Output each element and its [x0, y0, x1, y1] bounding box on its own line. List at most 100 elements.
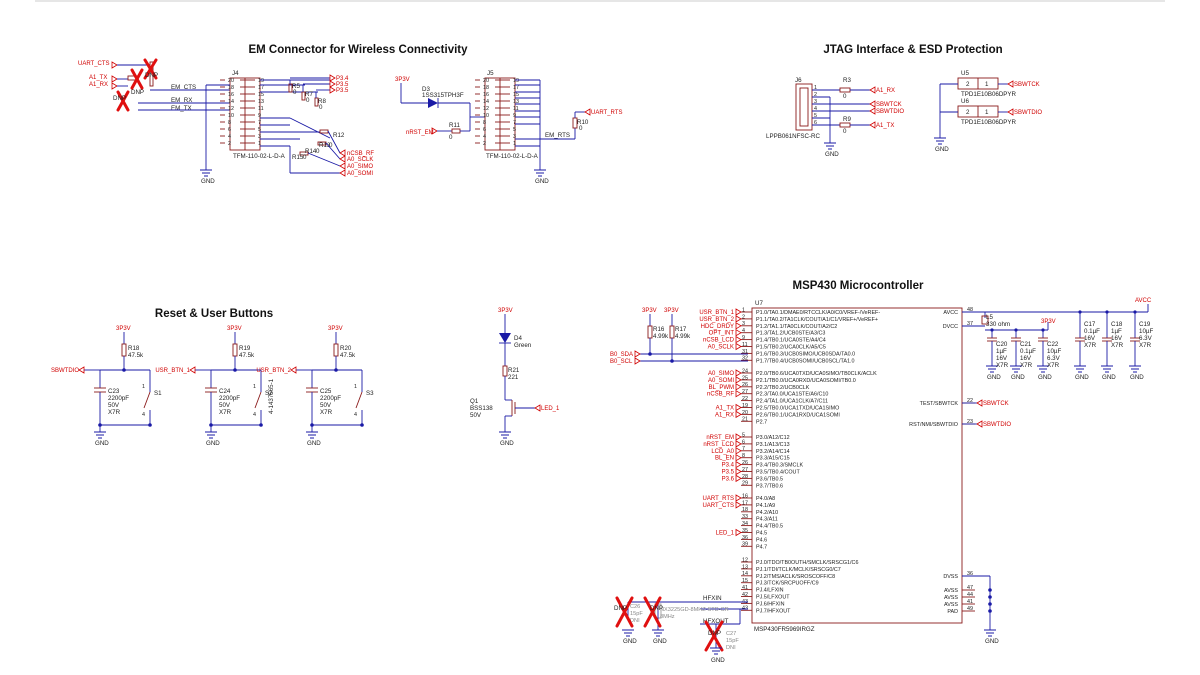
- pin-number: 6: [228, 127, 231, 133]
- pin-number: 3: [814, 99, 817, 105]
- btn-c-val: 2200pF: [320, 395, 341, 402]
- mcu-pin-num: 42: [742, 592, 748, 598]
- net-jtag-a1-rx: A1_RX: [876, 88, 895, 94]
- r15-ref: R15: [292, 154, 304, 161]
- port-a0-simo: A0_SIMO: [347, 164, 373, 170]
- mcu-net-flag: A0_SOMI: [708, 378, 734, 384]
- btn-r-val: 47.5k: [340, 352, 356, 359]
- mcu-pin-num: 18: [742, 507, 748, 513]
- mcu-pin-name: DVSS: [943, 574, 958, 580]
- dnp-label-1: DNP: [113, 95, 126, 102]
- switch-part: 4-1437565-1: [268, 378, 275, 414]
- btn-gnd: GND: [206, 440, 220, 447]
- mcu-pin-num: 15: [742, 578, 748, 584]
- r7-ref: R7: [305, 91, 313, 98]
- cap-ref: C21: [1020, 341, 1032, 348]
- mcu-pin-name: P3.3/A15/C15: [756, 456, 790, 462]
- mcu-pin-num: 5: [742, 432, 745, 438]
- pin-number: 11: [258, 106, 264, 112]
- avcc-label: AVCC: [1135, 298, 1152, 304]
- mcu-pin-name: P1.7/TB0.4/UCB0SOMI/UCB0SCL/TA1.0: [756, 358, 854, 364]
- pin-number: 13: [513, 99, 519, 105]
- mcu-pin-num: 39: [742, 542, 748, 548]
- mcu-pin-name: P1.5/TB0.2/UCA0CLK/A5/C5: [756, 345, 826, 351]
- j4-gnd: GND: [201, 178, 215, 185]
- btn-c-volt: 50V: [108, 402, 120, 409]
- mcu-pin-name: PAD: [947, 609, 958, 615]
- u6-part: TPD1E10B06DPYR: [961, 119, 1017, 126]
- pin-number: 19: [513, 78, 519, 84]
- pin-number: 7: [258, 120, 261, 126]
- net-b0-sda: B0_SDA: [610, 352, 633, 358]
- pin-number: 1: [258, 141, 261, 147]
- pin-number: 20: [228, 78, 234, 84]
- btn-r-ref: R19: [239, 345, 251, 352]
- mcu-pin-num: 35: [742, 528, 748, 534]
- j6-gnd: GND: [825, 151, 839, 158]
- r17-ref: R17: [675, 326, 687, 333]
- mcu-pin-num: 28: [742, 474, 748, 480]
- mcu-net-flag: BL_PWM: [709, 385, 734, 391]
- net-em-rts: EM_RTS: [545, 132, 570, 139]
- pin-number: 8: [483, 120, 486, 126]
- r11-val: 0: [449, 134, 453, 141]
- r8-val: 0: [319, 104, 323, 111]
- led-diode-icon: [499, 333, 511, 343]
- mcu-pin-num: 47: [967, 585, 973, 591]
- mcu-pin-num: 1: [742, 307, 745, 313]
- svg-text:1: 1: [985, 109, 989, 116]
- mcu-pin-name: P3.1/A13/C13: [756, 442, 790, 448]
- mcu-net-flag: A1_TX: [716, 406, 734, 412]
- pin-number: 9: [513, 113, 516, 119]
- j4-part: TFM-110-02-L-D-A: [233, 153, 286, 160]
- mcu-pin-num: 44: [967, 592, 973, 598]
- r13-ref: R13: [319, 142, 331, 149]
- switch-pin: 4: [142, 412, 145, 418]
- r9-ref: R9: [843, 116, 851, 123]
- mcu-pin-name: P1.4/TB0.1/UCA0STE/A4/C4: [756, 338, 826, 344]
- btn-r-val: 47.5k: [128, 352, 144, 359]
- r7-val: 0: [306, 97, 310, 104]
- mcu-pin-name: AVCC: [943, 310, 958, 316]
- mcu-pin-name: P3.6/TB0.5: [756, 476, 783, 482]
- btn-c-val: 2200pF: [219, 395, 240, 402]
- net-jtag-sbwtdio: SBWTDIO: [876, 109, 904, 115]
- mcu-net-flag: LCD_A0: [711, 449, 734, 455]
- pin-number: 4: [814, 106, 817, 112]
- mcu-pin-name: P1.1/TA0.2/TA1CLK/COUT/A1/C1/VREF+/VeREF…: [756, 317, 878, 323]
- cap-ref: C18: [1111, 321, 1123, 328]
- mcu-pin-num: 27: [742, 467, 748, 473]
- q1-volt: 50V: [470, 412, 482, 419]
- net-a1-rx: A1_RX: [89, 82, 108, 88]
- cap-value: 1µF: [996, 348, 1007, 355]
- mcu-pin-name: PJ.4/LFXIN: [756, 588, 784, 594]
- mcu-pin-num: 19: [742, 403, 748, 409]
- r11-ref: R11: [449, 122, 460, 129]
- d3-diode-icon: [428, 98, 438, 108]
- mcu-pin-num: 32: [742, 356, 748, 362]
- r14-val: 0: [316, 148, 320, 155]
- cap-value: 1µF: [1111, 328, 1122, 335]
- u5-part: TPD1E10B06DPYR: [961, 91, 1017, 98]
- net-a1-tx: A1_TX: [89, 75, 107, 81]
- led-gnd: GND: [500, 440, 514, 447]
- svg-text:1: 1: [985, 81, 989, 88]
- dnp-label-2: DNP: [131, 89, 144, 96]
- mcu-pin-name: P4.7: [756, 544, 767, 550]
- mcu-pin-num: 48: [967, 307, 973, 313]
- mcu-pin-num: 26: [742, 382, 748, 388]
- mcu-pin-name: AVSS: [944, 602, 958, 608]
- pin-number: 3: [258, 134, 261, 140]
- button-group: 3P3VR1947.5kC242200pF50VX7RS214GNDUSR_BT…: [155, 326, 275, 447]
- d3-ref: D3: [422, 86, 430, 93]
- c26-ref: C26: [630, 604, 640, 610]
- r5-val: 0: [293, 89, 297, 96]
- btn-c-ref: C24: [219, 388, 231, 395]
- button-group: 3P3VR2047.5kC252200pF50VX7RS314GNDUSR_BT…: [256, 326, 374, 447]
- mcu-net-flag: A0_SCLK: [708, 345, 734, 351]
- j5-ref: J5: [487, 70, 494, 77]
- port-a0-sclk: A0_SCLK: [347, 157, 373, 163]
- mcu-pin-name: TEST/SBWTCK: [920, 401, 959, 407]
- mcu-net-flag: P3.4: [722, 463, 735, 469]
- dnp-c26: DNP: [614, 605, 627, 612]
